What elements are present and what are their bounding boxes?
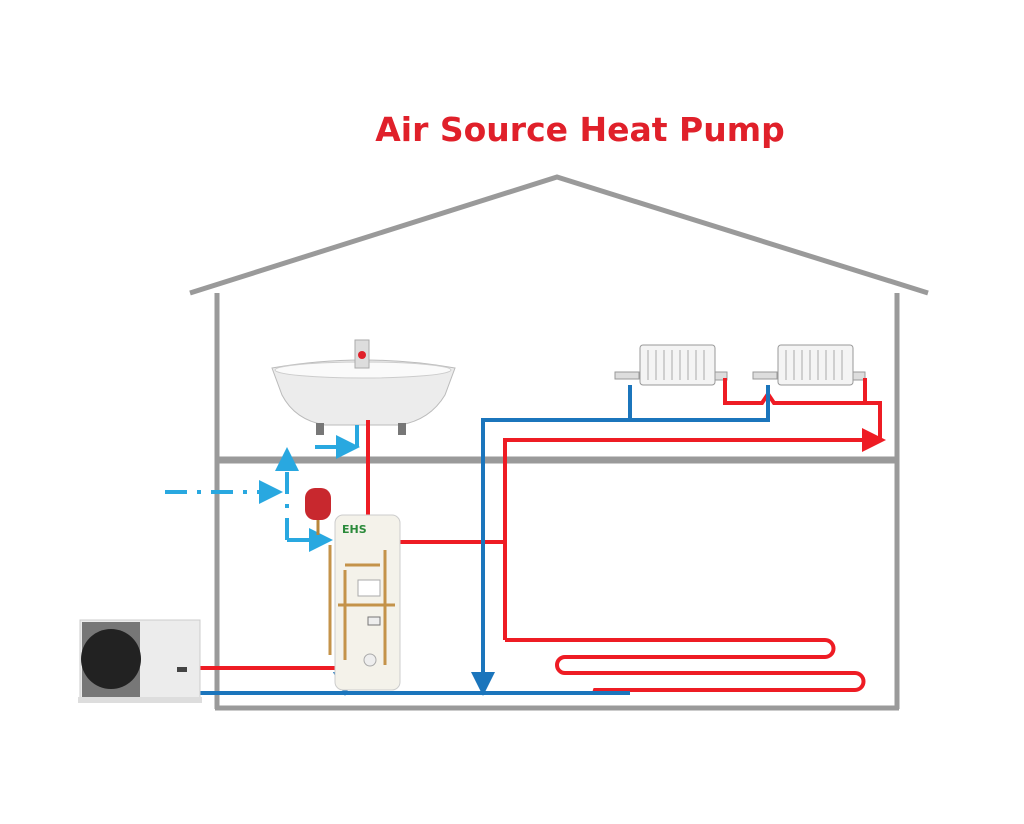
- radiator-1: [614, 344, 728, 386]
- diagram-title: Air Source Heat Pump: [375, 110, 785, 149]
- house-outline: [189, 174, 929, 711]
- mains-cold-pipes: [165, 425, 360, 552]
- hot-water-cylinder: EHS: [328, 514, 401, 691]
- roof: [189, 174, 929, 296]
- return-pipes: [200, 385, 770, 696]
- bathtub: [271, 339, 456, 435]
- expansion-vessel: [305, 488, 331, 535]
- heat-pump-unit: [78, 619, 202, 703]
- hot-flow-pipes: [200, 378, 886, 694]
- cylinder-logo: EHS: [342, 523, 367, 536]
- radiator-2: [752, 344, 866, 386]
